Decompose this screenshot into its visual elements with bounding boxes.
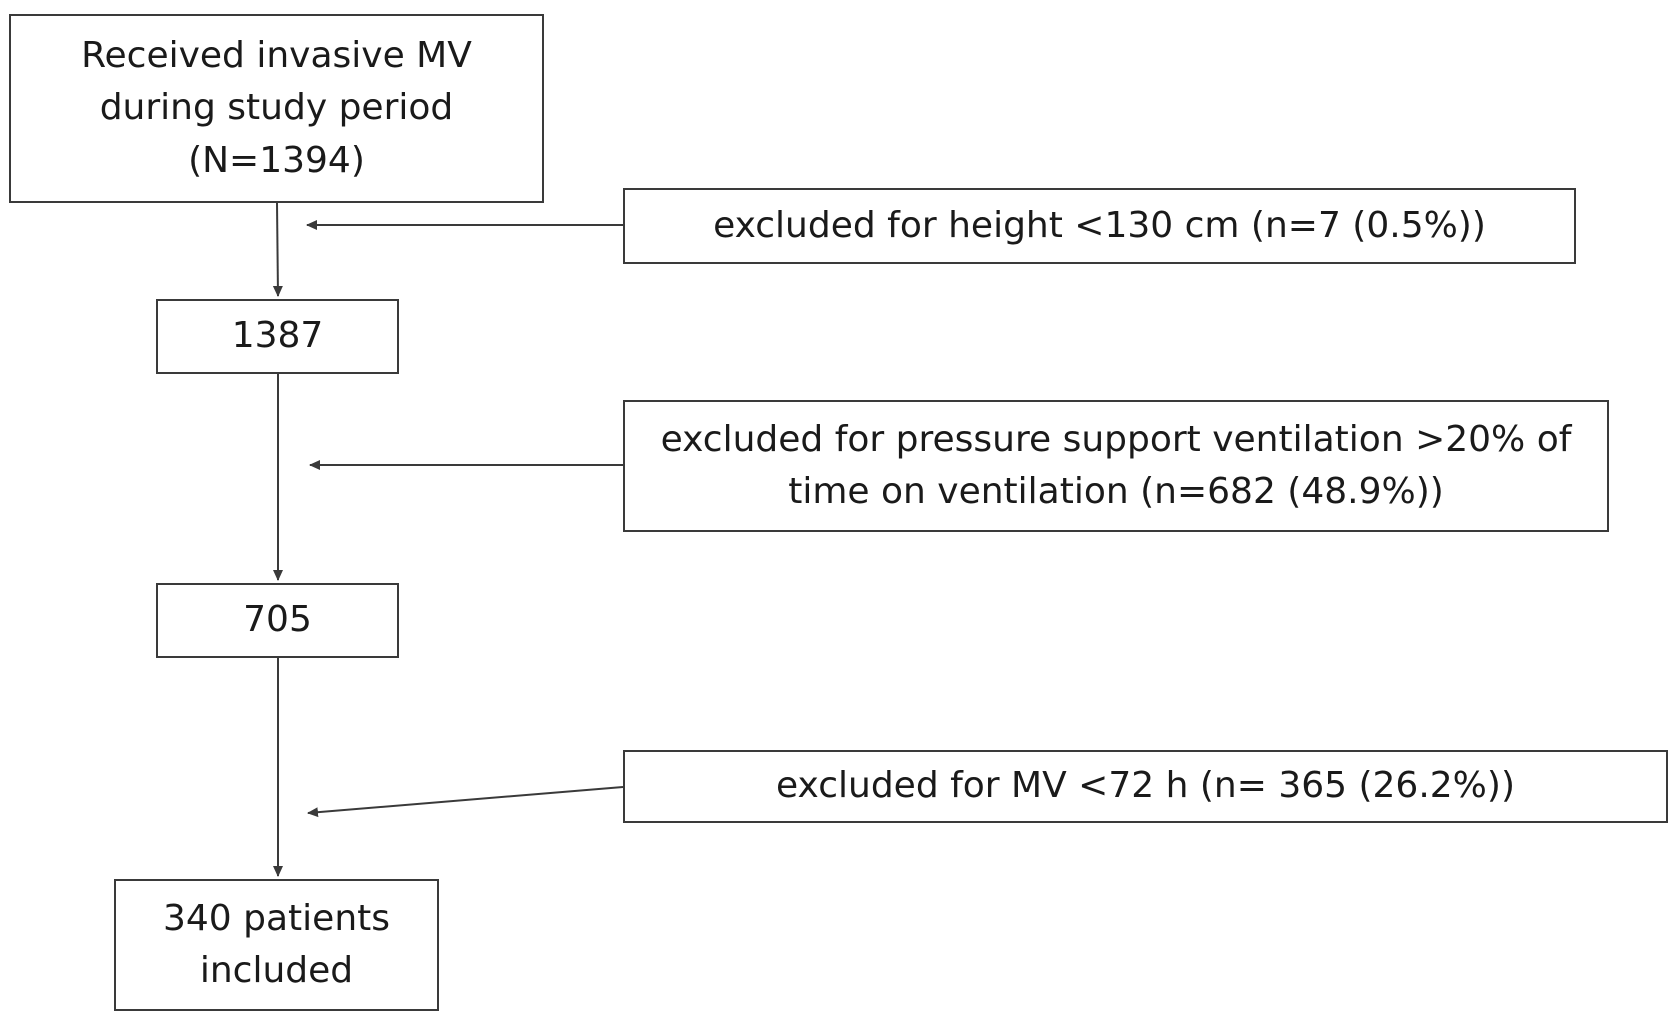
box-line: excluded for MV <72 h (n= 365 (26.2%)) — [776, 765, 1515, 807]
box-step-1387: 1387 — [156, 299, 399, 374]
arrow-exclusion-3 — [307, 786, 624, 818]
box-line: excluded for pressure support ventilatio… — [660, 418, 1572, 460]
box-line: excluded for height <130 cm (n=7 (0.5%)) — [713, 204, 1486, 246]
box-line: (N=1394) — [188, 139, 365, 181]
box-received-invasive-mv: Received invasive MV during study period… — [9, 14, 544, 203]
arrow-start-to-step1 — [272, 202, 283, 297]
box-exclusion-height: excluded for height <130 cm (n=7 (0.5%)) — [623, 188, 1576, 264]
box-line: time on ventilation (n=682 (48.9%)) — [788, 471, 1444, 512]
box-line: Received invasive MV — [81, 35, 472, 77]
box-line: 340 patients — [162, 897, 391, 939]
box-line: 705 — [243, 599, 312, 641]
box-line: included — [199, 950, 354, 991]
box-exclusion-pressure-support: excluded for pressure support ventilatio… — [623, 400, 1609, 532]
box-exclusion-mv-duration: excluded for MV <72 h (n= 365 (26.2%)) — [623, 750, 1668, 823]
box-line: 1387 — [231, 315, 324, 357]
box-line: during study period — [99, 87, 454, 129]
box-step-705: 705 — [156, 583, 399, 658]
box-patients-included: 340 patients included — [114, 879, 439, 1011]
